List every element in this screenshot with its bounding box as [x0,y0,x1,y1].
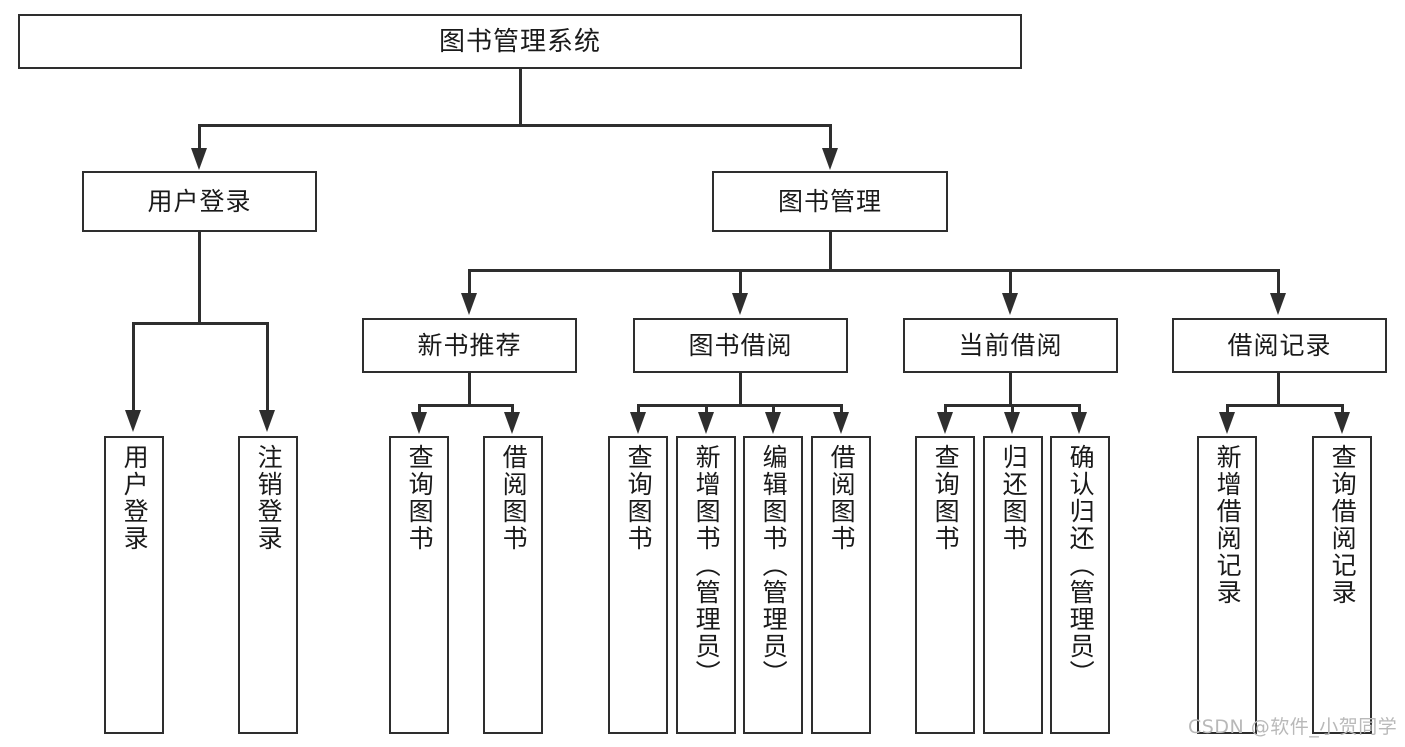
node-leaf-query-book-recommend[interactable]: 查询图书 [389,436,449,734]
node-leaf-add-book-admin[interactable]: 新增图书（管理员） [676,436,736,734]
node-leaf-return-book[interactable]: 归还图书 [983,436,1043,734]
arrow-bm-to-book-borrow [732,293,748,315]
node-label: 用户登录 [147,187,252,216]
node-label: 新增借阅记录 [1213,444,1243,606]
connector-new-book-bar [418,404,513,407]
node-label: 图书管理 [777,187,882,216]
connector-book-borrow-stem [739,373,742,407]
node-leaf-user-login[interactable]: 用户登录 [104,436,164,734]
node-label: 新增图书（管理员） [692,444,722,687]
connector-cb-to-leaf-3 [1078,404,1081,416]
arrow-br-to-leaf-2 [1334,412,1350,434]
node-label: 借阅图书 [827,444,857,552]
node-label: 借阅图书 [499,444,529,552]
node-book-management[interactable]: 图书管理 [712,171,948,232]
node-label: 查询图书 [405,444,435,552]
connector-cb-to-leaf-2 [1011,404,1014,416]
arrow-br-to-leaf-1 [1219,412,1235,434]
connector-borrow-record-bar [1226,404,1343,407]
node-leaf-borrow-book-recommend[interactable]: 借阅图书 [483,436,543,734]
node-label: 查询图书 [931,444,961,552]
arrow-bb-to-leaf-3 [765,412,781,434]
connector-current-borrow-stem [1009,373,1012,407]
connector-bb-to-leaf-2 [705,404,708,416]
arrow-bm-to-current-borrow [1002,293,1018,315]
connector-br-to-leaf-1 [1226,404,1229,416]
arrow-bm-to-borrow-record [1270,293,1286,315]
node-leaf-query-book-borrow[interactable]: 查询图书 [608,436,668,734]
connector-new-book-to-leaf-1 [418,404,421,416]
connector-bb-to-leaf-1 [637,404,640,416]
connector-bm-to-new-book [468,269,471,295]
connector-bb-to-leaf-4 [840,404,843,416]
node-label: 编辑图书（管理员） [759,444,789,687]
connector-bm-to-book-borrow [739,269,742,295]
connector-bb-to-leaf-3 [772,404,775,416]
node-label: 归还图书 [999,444,1029,552]
node-leaf-borrow-book[interactable]: 借阅图书 [811,436,871,734]
arrow-user-login-to-leaf-2 [259,410,275,432]
node-user-login[interactable]: 用户登录 [82,171,317,232]
connector-user-login-stem [198,232,201,324]
node-label: 确认归还（管理员） [1066,444,1096,687]
arrow-cb-to-leaf-3 [1071,412,1087,434]
arrow-user-login-to-leaf-1 [125,410,141,432]
arrow-root-to-book-management [822,148,838,170]
arrow-root-to-user-login [191,148,207,170]
arrow-cb-to-leaf-2 [1004,412,1020,434]
node-label: 图书借阅 [688,331,793,360]
arrow-new-book-to-leaf-1 [411,412,427,434]
arrow-bb-to-leaf-4 [833,412,849,434]
connector-user-login-to-leaf-1 [132,322,135,412]
node-label: 当前借阅 [958,331,1063,360]
connector-book-management-bar [468,269,1279,272]
connector-new-book-to-leaf-2 [511,404,514,416]
connector-new-book-stem [468,373,471,407]
node-label: 新书推荐 [417,331,522,360]
node-label: 图书管理系统 [438,26,601,57]
node-leaf-add-borrow-record[interactable]: 新增借阅记录 [1197,436,1257,734]
connector-root-bar [198,124,832,127]
arrow-bb-to-leaf-1 [630,412,646,434]
node-label: 借阅记录 [1227,331,1332,360]
node-root-book-management-system[interactable]: 图书管理系统 [18,14,1022,69]
node-label: 注销登录 [254,444,284,552]
connector-book-management-stem [829,232,832,272]
node-book-borrow[interactable]: 图书借阅 [633,318,848,373]
connector-br-to-leaf-2 [1341,404,1344,416]
node-leaf-query-book-current[interactable]: 查询图书 [915,436,975,734]
connector-root-stem [519,69,522,126]
connector-bm-to-borrow-record [1277,269,1280,295]
node-leaf-edit-book-admin[interactable]: 编辑图书（管理员） [743,436,803,734]
connector-borrow-record-stem [1277,373,1280,407]
node-label: 查询借阅记录 [1328,444,1358,606]
connector-bm-to-current-borrow [1009,269,1012,295]
node-label: 用户登录 [120,444,150,552]
node-label: 查询图书 [624,444,654,552]
watermark-text: CSDN @软件_小贺同学 [1188,716,1398,738]
node-leaf-query-borrow-record[interactable]: 查询借阅记录 [1312,436,1372,734]
connector-book-borrow-bar [637,404,842,407]
node-new-book-recommend[interactable]: 新书推荐 [362,318,577,373]
node-borrow-record[interactable]: 借阅记录 [1172,318,1387,373]
connector-root-to-book-management [829,124,832,150]
arrow-new-book-to-leaf-2 [504,412,520,434]
arrow-bm-to-new-book [461,293,477,315]
connector-user-login-bar [132,322,269,325]
connector-user-login-to-leaf-2 [266,322,269,412]
connector-cb-to-leaf-1 [944,404,947,416]
arrow-cb-to-leaf-1 [937,412,953,434]
node-leaf-confirm-return-admin[interactable]: 确认归还（管理员） [1050,436,1110,734]
node-leaf-logout-login[interactable]: 注销登录 [238,436,298,734]
arrow-bb-to-leaf-2 [698,412,714,434]
connector-root-to-user-login [198,124,201,150]
node-current-borrow[interactable]: 当前借阅 [903,318,1118,373]
